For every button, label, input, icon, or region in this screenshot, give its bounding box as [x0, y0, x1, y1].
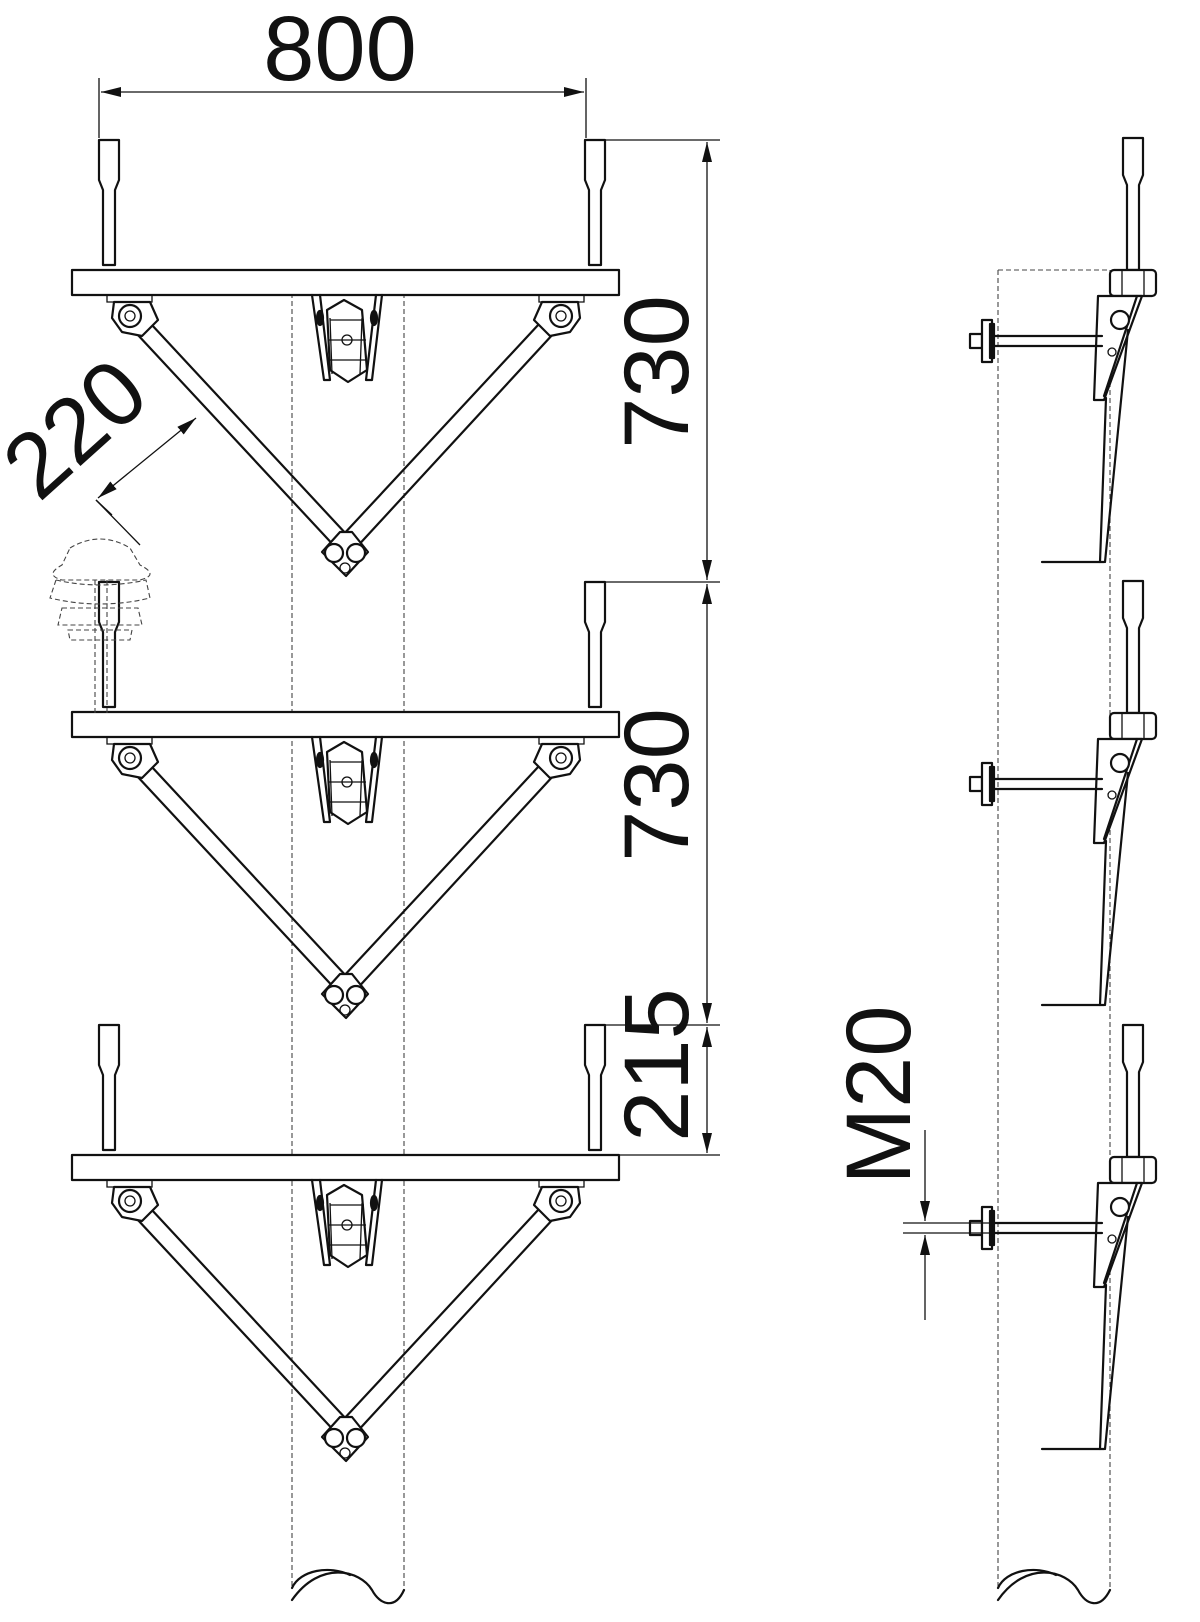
dimension-offset: 220 — [0, 340, 197, 546]
dimension-bolt-label: M20 — [828, 1006, 930, 1185]
insulator-outline — [49, 538, 151, 715]
dimension-spacing-bottom: 215 — [606, 988, 720, 1156]
crossarm-upper — [70, 138, 621, 578]
pole-front — [290, 285, 406, 1605]
dimension-width-label: 800 — [263, 0, 417, 100]
crossarm-lower — [70, 1023, 621, 1463]
dimension-height-upper-label: 730 — [606, 295, 708, 449]
dimension-spacing-bottom-label: 215 — [606, 988, 708, 1142]
dimension-width: 800 — [98, 0, 587, 138]
dimension-height-upper: 730 — [598, 139, 720, 583]
dimension-offset-label: 220 — [0, 340, 166, 519]
dimension-bolt: M20 — [828, 1006, 990, 1320]
dimension-height-middle-label: 730 — [606, 708, 708, 862]
dimension-height-middle: 730 — [598, 584, 720, 1026]
pole-side — [996, 269, 1112, 1605]
crossarm-middle — [70, 580, 621, 1020]
